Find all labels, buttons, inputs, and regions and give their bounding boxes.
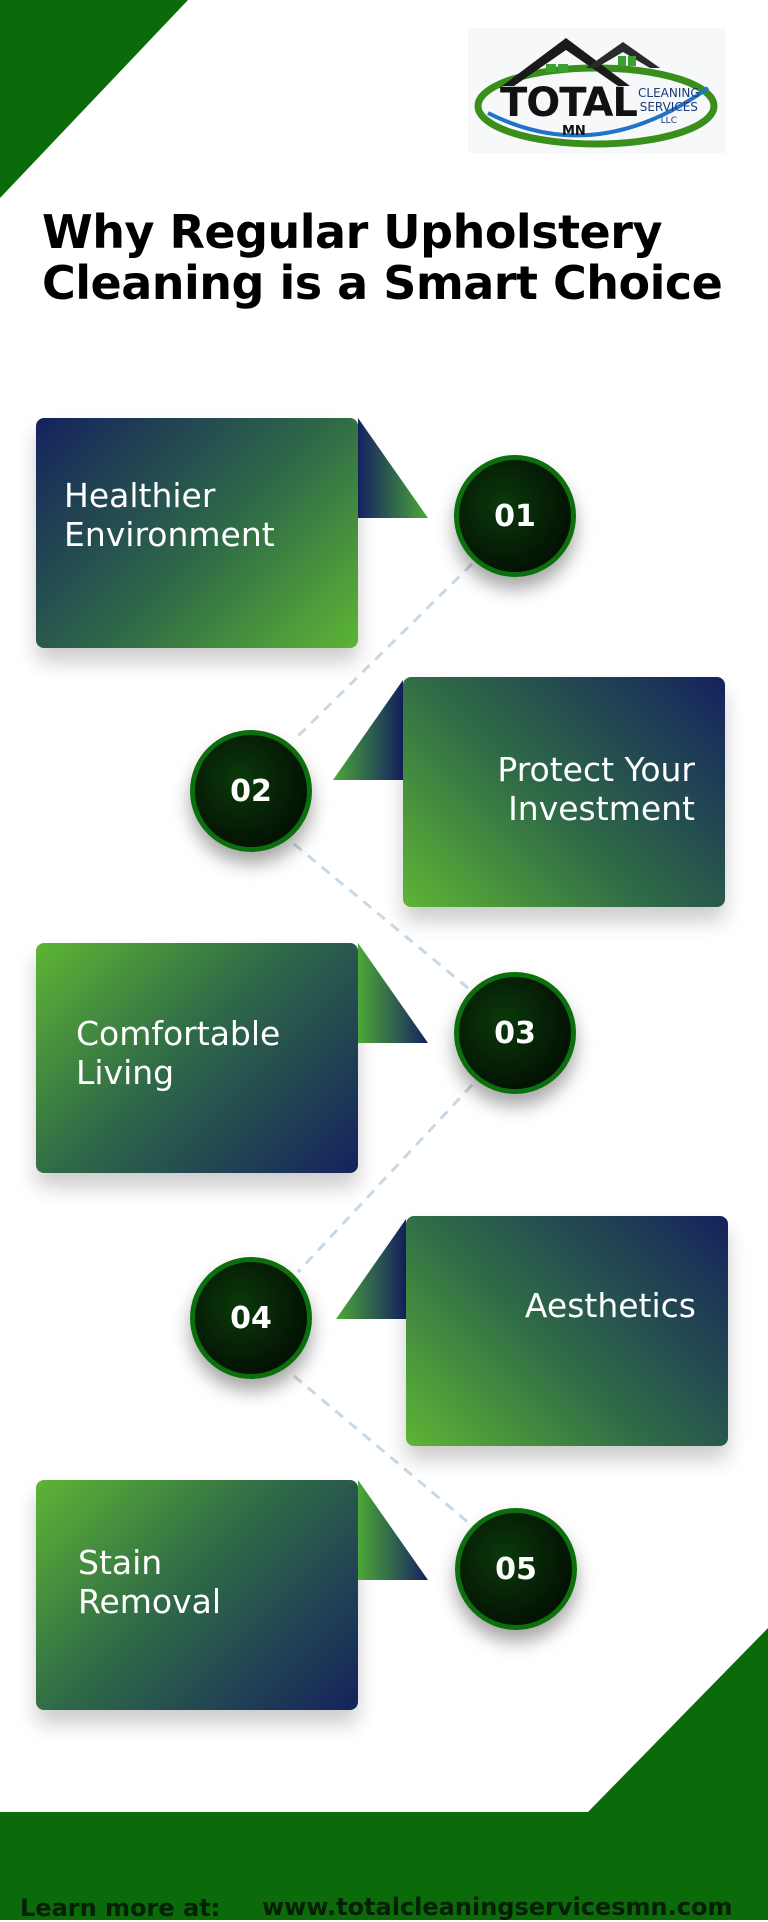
logo-line-cleaning: CLEANING <box>638 86 700 100</box>
step-number-badge-1: 01 <box>454 455 576 577</box>
step-number-badge-5: 05 <box>455 1508 577 1630</box>
company-logo: TOTAL MN CLEANING SERVICES LLC <box>468 28 726 153</box>
step-number-badge-3: 03 <box>454 972 576 1094</box>
logo-main-text: TOTAL <box>500 80 638 126</box>
logo-side-text: CLEANING SERVICES LLC <box>638 86 700 128</box>
step-number-badge-2: 02 <box>190 730 312 852</box>
footer-bar <box>0 1812 768 1920</box>
step-label-4: Aesthetics <box>524 1286 696 1325</box>
logo-line-services: SERVICES <box>639 100 698 114</box>
footer-website-link[interactable]: www.totalcleaningservicesmn.com <box>262 1893 733 1921</box>
logo-line-llc: LLC <box>660 116 677 126</box>
step-card-4: Aesthetics <box>406 1216 728 1446</box>
step-number-badge-4: 04 <box>190 1257 312 1379</box>
logo-sub-text: MN <box>562 124 586 139</box>
footer-label: Learn more at: <box>20 1894 221 1922</box>
page-title: Why Regular Upholstery Cleaning is a Sma… <box>42 205 723 310</box>
house-logo-icon <box>474 38 718 148</box>
